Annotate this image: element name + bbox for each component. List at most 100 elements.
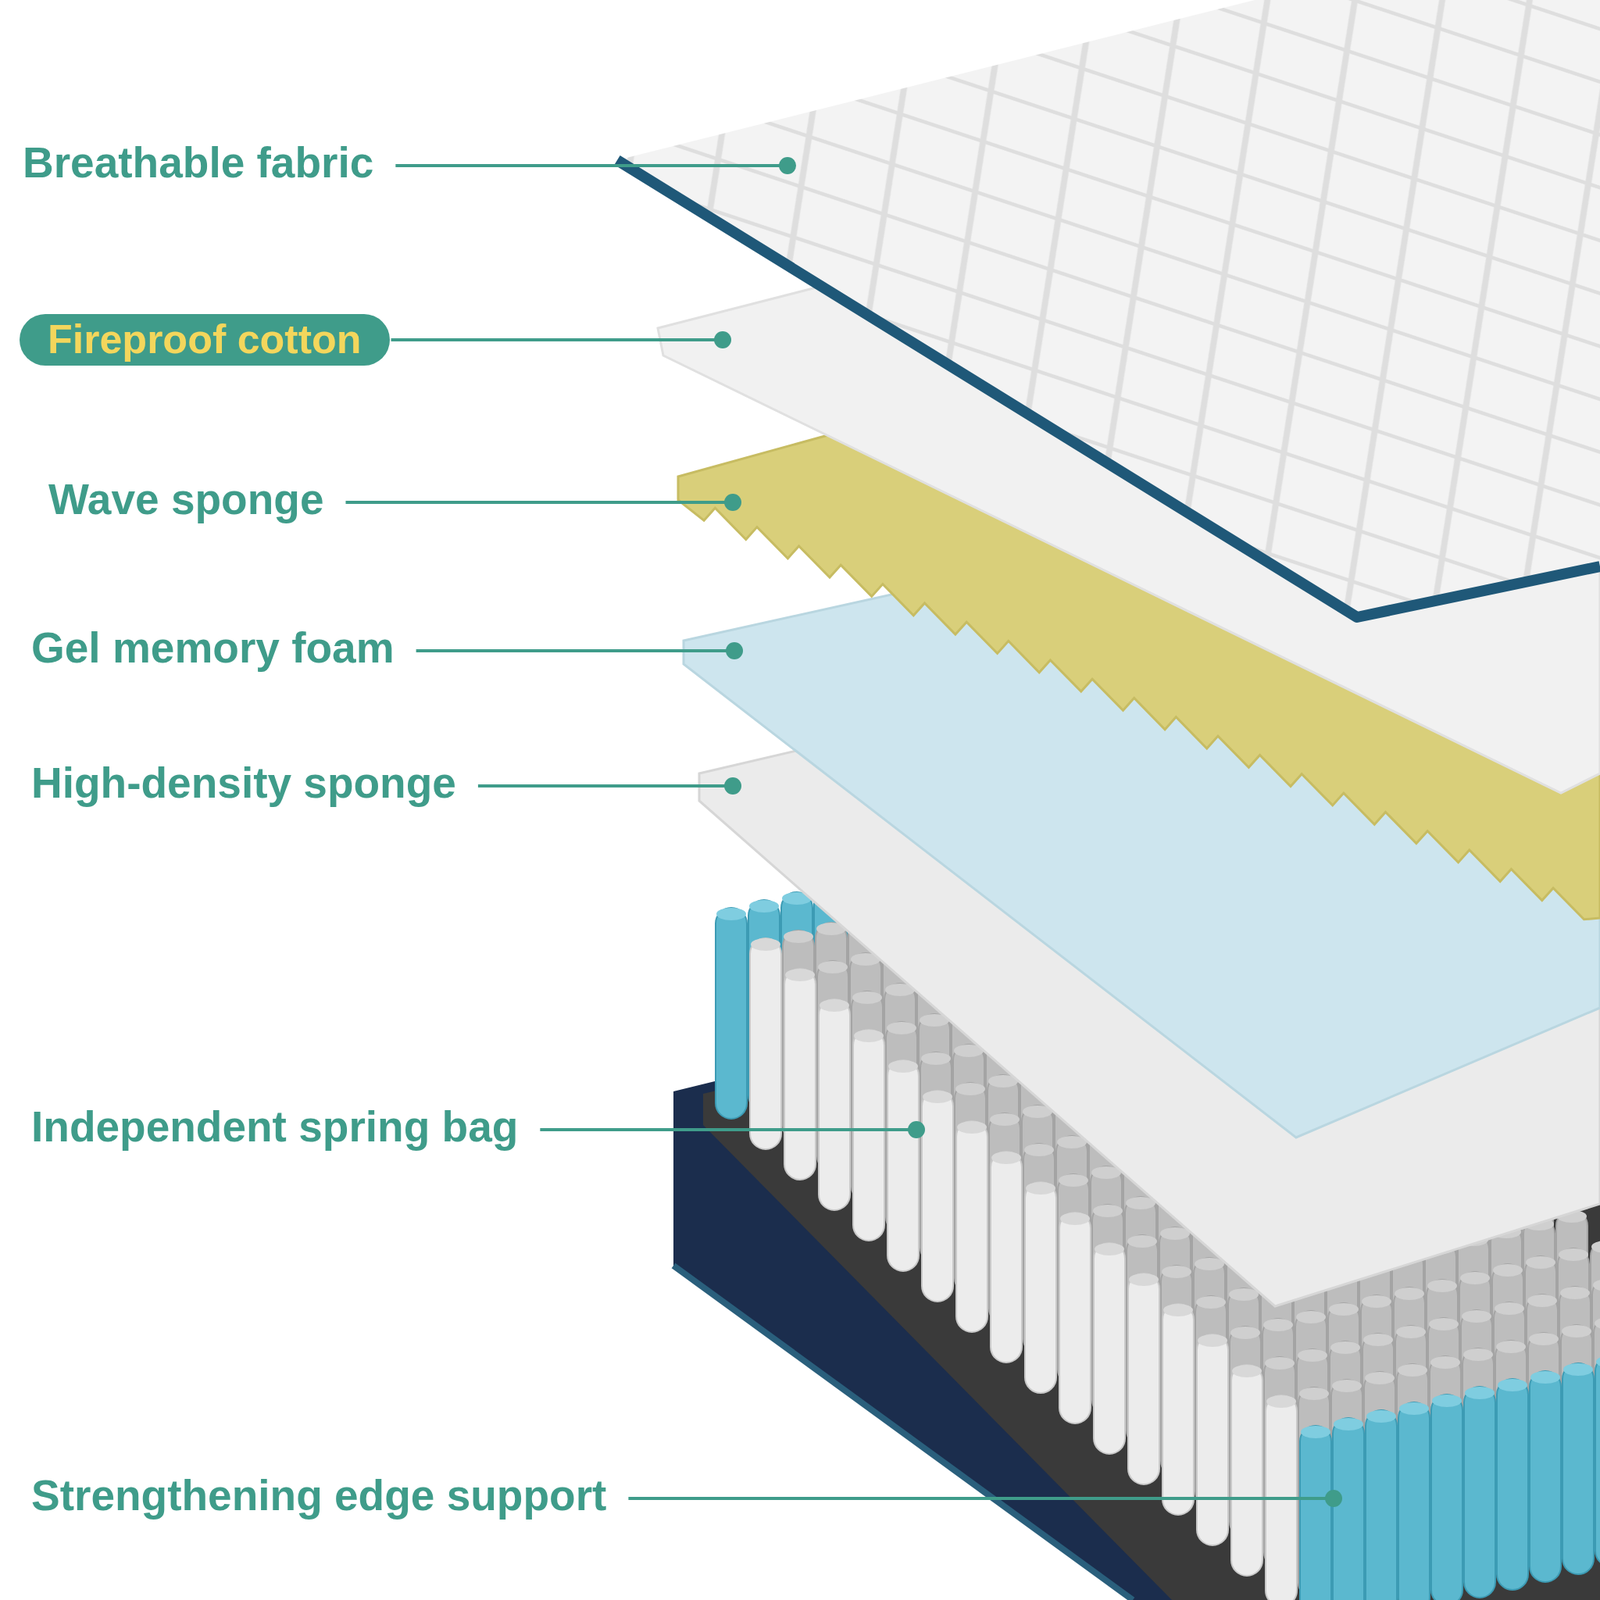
spring-pocket [887, 1060, 919, 1272]
spring-top [991, 1151, 1022, 1165]
spring-top [783, 930, 814, 943]
spring-top [1430, 1356, 1461, 1369]
spring-pocket [921, 1090, 954, 1302]
leader-dot [714, 331, 732, 349]
spring-top [1127, 1235, 1158, 1248]
spring-top [1128, 1273, 1159, 1286]
spring-top [1160, 1227, 1190, 1240]
spring-pocket [1231, 1364, 1263, 1576]
spring-top [1094, 1242, 1125, 1256]
spring-pocket [1595, 1355, 1600, 1567]
spring-top [1092, 1204, 1123, 1218]
spring-top [1060, 1212, 1090, 1225]
spring-top [1432, 1394, 1462, 1408]
leader-line [628, 1496, 1334, 1500]
spring-top [1196, 1296, 1226, 1309]
spring-top [1024, 1143, 1054, 1157]
leader-line [395, 164, 788, 168]
spring-top [1263, 1318, 1293, 1332]
spring-pocket [1365, 1410, 1397, 1600]
spring-top [716, 907, 747, 921]
layer-label: Fireproof cotton [47, 316, 362, 362]
spring-top [957, 1121, 987, 1134]
spring-top [749, 900, 779, 913]
breathable-fabric-layer [617, 0, 1600, 618]
spring-top [1464, 1386, 1495, 1400]
spring-top [921, 1052, 951, 1065]
spring-top [989, 1113, 1020, 1126]
spring-top [817, 960, 848, 974]
spring-top [1561, 1325, 1592, 1338]
spring-pocket [750, 938, 782, 1150]
spring-top [1333, 1417, 1364, 1431]
spring-pocket [1300, 1425, 1332, 1600]
layer-label: Independent spring bag [31, 1102, 518, 1152]
spring-pocket [990, 1151, 1022, 1363]
spring-pocket [1398, 1402, 1430, 1600]
leader-dot [724, 493, 742, 511]
spring-top [1527, 1294, 1558, 1308]
spring-pocket [818, 999, 850, 1211]
spring-top [1596, 1355, 1600, 1368]
spring-pocket [956, 1121, 988, 1333]
spring-pocket [1196, 1334, 1229, 1546]
spring-top [1328, 1303, 1359, 1316]
spring-top [1025, 1182, 1056, 1195]
leader-line [478, 784, 733, 788]
spring-top [1428, 1317, 1459, 1331]
spring-top [852, 991, 883, 1004]
spring-top [1163, 1303, 1193, 1317]
spring-top [1496, 1340, 1526, 1354]
spring-pocket [853, 1029, 885, 1241]
spring-top [1591, 1240, 1600, 1254]
spring-top [1394, 1287, 1425, 1300]
spring-top [888, 1060, 918, 1073]
leader-line [539, 1128, 917, 1132]
layer-label: Gel memory foam [31, 623, 395, 673]
leader-dot [724, 777, 742, 795]
spring-top [1194, 1257, 1225, 1271]
highlight-pill: Fireproof cotton [19, 314, 390, 365]
layer-label: Breathable fabric [22, 138, 374, 188]
spring-top [1592, 1278, 1600, 1292]
layer-label: High-density sponge [31, 758, 457, 808]
spring-top [1563, 1363, 1593, 1376]
spring-top [785, 968, 815, 982]
leader-dot [907, 1121, 925, 1139]
leader-dot [778, 157, 797, 175]
spring-top [1525, 1256, 1556, 1269]
spring-top [1361, 1295, 1392, 1308]
spring-top [1364, 1371, 1395, 1385]
leader-line [391, 338, 723, 342]
spring-top [1228, 1288, 1259, 1301]
spring-top [955, 1082, 986, 1096]
leader-dot [1325, 1489, 1343, 1508]
spring-top [1492, 1264, 1523, 1277]
spring-pocket [1496, 1378, 1529, 1590]
spring-top [1396, 1325, 1426, 1339]
spring-top [1560, 1286, 1590, 1300]
spring-top [1296, 1310, 1326, 1324]
spring-top [1161, 1265, 1192, 1279]
leader-dot [725, 642, 743, 660]
spring-top [750, 938, 781, 951]
spring-top [1558, 1248, 1589, 1261]
spring-top [1399, 1402, 1429, 1415]
spring-pocket [1529, 1371, 1561, 1583]
spring-top [1332, 1379, 1362, 1393]
spring-top [1197, 1334, 1228, 1347]
spring-top [1530, 1371, 1561, 1384]
spring-top [1494, 1302, 1525, 1315]
leader-line [345, 500, 733, 504]
spring-top [1460, 1271, 1490, 1285]
spring-top [853, 1029, 884, 1043]
spring-pocket [1025, 1182, 1057, 1393]
spring-top [1366, 1410, 1397, 1423]
spring-pocket [1332, 1417, 1365, 1600]
spring-top [922, 1090, 953, 1104]
spring-top [1264, 1357, 1295, 1370]
spring-top [1427, 1279, 1458, 1293]
spring-top [1461, 1310, 1492, 1323]
spring-top [1330, 1341, 1361, 1354]
